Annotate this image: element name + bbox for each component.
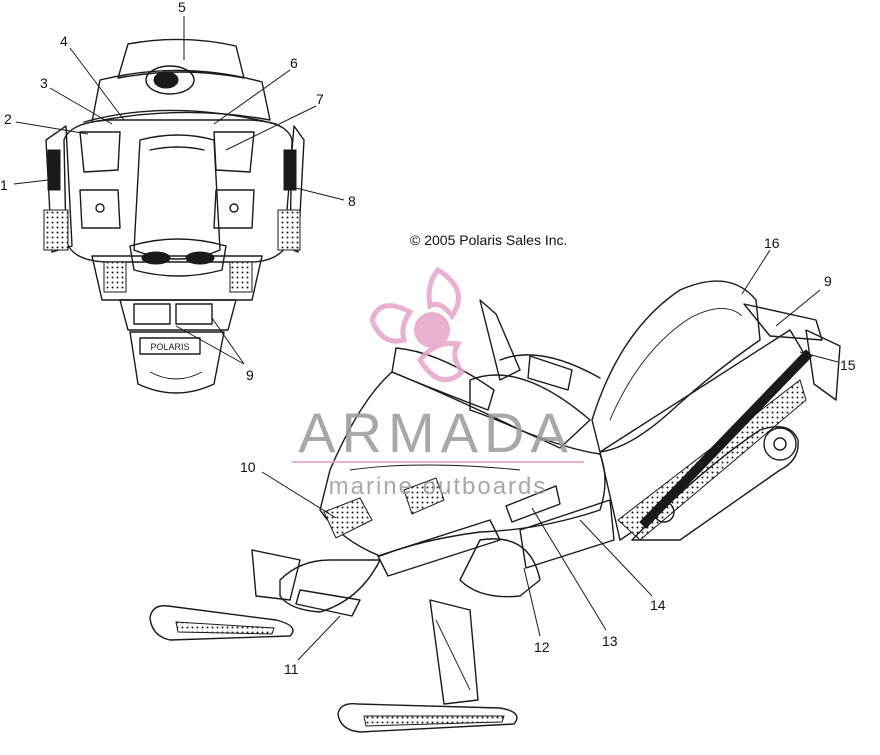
right-ski [337,703,518,733]
callout-15: 15 [840,357,856,373]
callout-5: 5 [178,0,186,15]
polaris-plate-text: POLARIS [150,342,189,352]
callout-12: 12 [534,639,550,655]
front-suspension [429,599,479,705]
front-right-hand-guard [213,131,255,173]
leader-lines [13,16,839,661]
watermark-tagline: marine outboards [329,473,548,500]
seat-stitch [609,308,743,421]
front-bumper-vent-left [103,261,127,293]
callout-14: 14 [650,597,666,613]
front-decal-9-left [133,303,171,325]
front-view-snowmobile: POLARIS [43,38,305,394]
left-ski-spindle [251,549,301,601]
front-left-panel-decal [79,189,121,229]
watermark: ARMADA marine outboards [292,266,584,500]
callout-13: 13 [602,633,618,649]
hood-side-decal [377,519,501,577]
rear-suspension [631,426,799,541]
shock-absorber [435,619,471,691]
seat [591,280,761,453]
callout-2: 2 [4,111,12,127]
front-headlight-right [185,251,215,265]
snow-flap [805,329,841,401]
front-bumper-vent-right [229,261,253,293]
callout-8: 8 [348,193,356,209]
left-ski-runner [175,621,275,635]
front-nose-line [149,371,203,380]
callout-4: 4 [60,33,68,49]
front-right-side-panel [283,125,305,253]
right-ski-runner [363,715,505,727]
callout-numbers: 1 2 3 4 5 6 7 8 9 9 10 11 12 13 14 15 16 [0,0,856,677]
rear-idler-hub [773,437,787,451]
callout-11: 11 [284,661,299,677]
front-left-vent [43,209,69,251]
callout-6: 6 [290,55,298,71]
front-handlebar [83,109,277,125]
front-right-panel-decal [213,189,255,229]
watermark-propeller-logo [369,266,466,383]
front-left-decal-1 [47,149,61,191]
front-right-decal-8 [283,149,297,191]
watermark-brand: ARMADA [298,401,574,464]
front-hood-ridge [133,134,221,260]
side-stripe-15 [639,349,813,529]
front-nose-track [129,331,225,394]
nose-decal-11 [295,589,361,617]
side-panel-14 [519,499,615,569]
front-upper-cowl [91,69,271,123]
throttle-block [527,355,573,391]
side-panel-12 [459,538,541,598]
side-view-snowmobile [149,280,841,733]
front-headlight-left [141,251,171,265]
front-windshield [117,38,245,79]
decal-13 [505,485,561,523]
callout-16: 16 [764,235,780,251]
hood-intake-right [403,477,445,515]
console [469,374,591,449]
hood-crease [349,464,521,471]
front-right-vent [277,209,301,251]
callout-9-side: 9 [824,273,832,289]
tunnel [599,329,809,541]
rear-idler-wheel [763,427,797,461]
polaris-plate [139,337,201,355]
front-hood-body [63,119,293,263]
front-headlight-housing [129,238,227,277]
gauge-face [153,71,179,89]
front-right-panel-dot [229,203,239,213]
front-hood-crease [149,146,205,151]
front-left-hand-guard [79,131,121,173]
front-bumper [91,255,263,301]
callout-3: 3 [40,75,48,91]
gauge-pod [145,65,195,95]
front-left-panel-dot [95,203,105,213]
handlebar [499,354,601,379]
callout-9-front: 9 [246,367,254,383]
callout-1: 1 [0,177,8,193]
steering-post [479,299,521,381]
front-lower-fascia [119,299,237,331]
rear-rack [743,303,823,341]
front-decal-9-right [175,303,213,325]
callout-10: 10 [240,459,256,475]
callout-7: 7 [316,91,324,107]
hood-intake-left [323,497,373,539]
left-ski [149,605,294,641]
front-bumper-side [279,559,381,613]
copyright-text: © 2005 Polaris Sales Inc. [410,232,567,248]
